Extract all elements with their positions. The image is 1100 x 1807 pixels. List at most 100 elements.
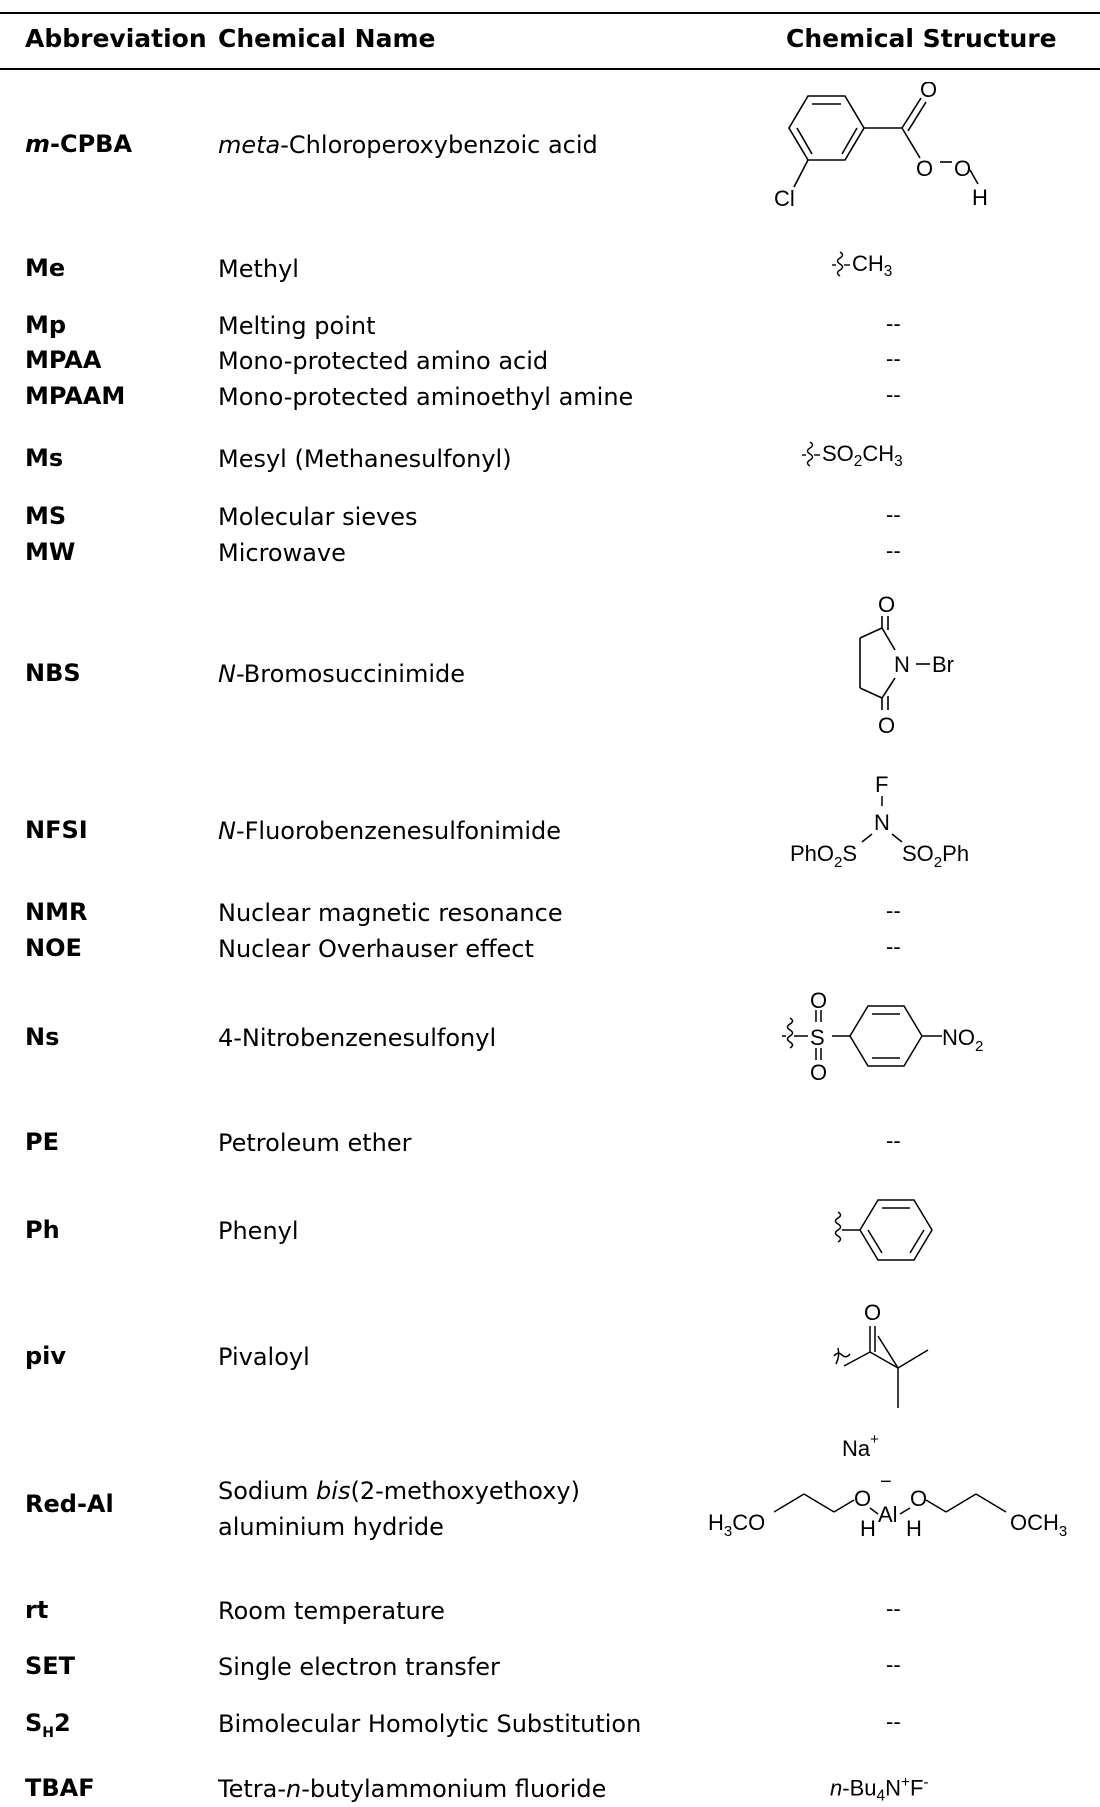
struct-sup: + xyxy=(900,1774,910,1791)
struct-sub: 4 xyxy=(876,1787,886,1805)
abbr-text: 2 xyxy=(54,1709,71,1737)
name-prefix: N xyxy=(218,660,236,688)
chemical-name: Melting point xyxy=(218,312,376,340)
name-text: -butylammonium fluoride xyxy=(301,1775,607,1803)
abbreviation: Ms xyxy=(25,444,64,472)
header-chemical-structure: Chemical Structure xyxy=(786,24,1057,53)
no-structure: -- xyxy=(886,311,901,336)
chemical-name: Microwave xyxy=(218,539,346,567)
struct-text: CH xyxy=(862,440,895,466)
chemical-name: Pivaloyl xyxy=(218,1343,310,1371)
no-structure: -- xyxy=(886,934,901,959)
top-rule xyxy=(0,12,1100,14)
struct-text: CH xyxy=(852,250,884,276)
atom-h: H xyxy=(972,185,988,210)
chemical-name: 4-Nitrobenzenesulfonyl xyxy=(218,1024,497,1052)
structure-methyl: CH3 xyxy=(830,250,892,281)
chemical-name: Phenyl xyxy=(218,1217,299,1245)
chemical-name: Nuclear Overhauser effect xyxy=(218,935,534,963)
name-prefix: meta xyxy=(218,131,281,159)
chemical-name: Mono-protected amino acid xyxy=(218,347,549,375)
abbreviation: NMR xyxy=(25,898,88,926)
no-structure: -- xyxy=(886,1128,901,1153)
struct-sup: - xyxy=(923,1774,929,1791)
no-structure: -- xyxy=(886,346,901,371)
atom-s: S xyxy=(810,1025,825,1050)
abbr-text: -CPBA xyxy=(50,130,133,158)
name-italic: n xyxy=(286,1775,302,1803)
abbreviation: Me xyxy=(25,254,66,282)
abbr-sub: H xyxy=(42,1724,55,1741)
aluminate-charge: − xyxy=(880,1471,892,1493)
name-text: -Chloroperoxybenzoic acid xyxy=(280,131,598,159)
atom-f: F xyxy=(875,772,888,797)
chemical-name: Nuclear magnetic resonance xyxy=(218,899,563,927)
chemical-name: N-Fluorobenzenesulfonimide xyxy=(218,813,678,849)
name-text: (2-methoxyethoxy) xyxy=(350,1477,580,1505)
structure-mesyl: SO2CH3 xyxy=(800,440,903,471)
name-prefix: N xyxy=(218,817,236,845)
struct-sub: 3 xyxy=(883,263,893,281)
no-structure: -- xyxy=(886,1709,901,1734)
abbreviation: Red-Al xyxy=(25,1490,114,1518)
chemical-name: Single electron transfer xyxy=(218,1653,500,1681)
structure-nbs: O N Br O xyxy=(859,592,954,738)
chemical-name: Room temperature xyxy=(218,1597,445,1625)
no-structure: -- xyxy=(886,1652,901,1677)
chemical-name: meta-Chloroperoxybenzoic acid xyxy=(218,127,678,163)
structure-red-al: Na+ H3CO O − Al H O H OCH3 xyxy=(708,1431,1067,1541)
chemical-name: N-Bromosuccinimide xyxy=(218,656,678,692)
wavy-bond-icon xyxy=(832,251,850,277)
chemical-name: Molecular sieves xyxy=(218,503,418,531)
abbreviation: NFSI xyxy=(25,816,88,844)
structure-nosyl: O S O NO2 xyxy=(782,988,983,1085)
no-structure: -- xyxy=(886,382,901,407)
structure-tbaf: n-Bu4N+F- xyxy=(830,1774,929,1806)
atom-o: O xyxy=(878,713,895,738)
structure-mcpba: O O O H Cl xyxy=(774,82,988,211)
struct-text: F xyxy=(909,1775,924,1801)
atom-o: O xyxy=(810,1060,827,1085)
no-structure: -- xyxy=(886,1596,901,1621)
no-structure: -- xyxy=(886,502,901,527)
atom-o: O xyxy=(878,592,895,617)
no-structure: -- xyxy=(886,898,901,923)
chemical-name: Mesyl (Methanesulfonyl) xyxy=(218,445,512,473)
name-text: -Fluorobenzenesulfonimide xyxy=(235,817,561,845)
header-abbreviation: Abbreviation xyxy=(25,24,207,53)
atom-o: O xyxy=(916,156,933,181)
methoxy-left: H3CO xyxy=(708,1510,765,1540)
atom-al: Al xyxy=(878,1502,898,1527)
structure-nfsi: F N PhO2S SO2Ph xyxy=(790,772,969,870)
abbreviation: NOE xyxy=(25,934,82,962)
header-chemical-name: Chemical Name xyxy=(218,24,436,53)
struct-text: -Bu xyxy=(842,1775,877,1801)
abbreviation: piv xyxy=(25,1342,67,1370)
name-text: Sodium xyxy=(218,1477,317,1505)
abbreviation: m-CPBA xyxy=(25,130,132,158)
atom-o: O xyxy=(910,1486,927,1511)
abbreviation: Ns xyxy=(25,1023,60,1051)
atom-h: H xyxy=(906,1516,922,1541)
atom-n: N xyxy=(874,810,890,835)
abbreviation: TBAF xyxy=(25,1774,95,1802)
name-text: -Bromosuccinimide xyxy=(235,660,466,688)
header-rule xyxy=(0,68,1100,70)
atom-o: O xyxy=(854,1486,871,1511)
atom-o: O xyxy=(810,988,827,1013)
structure-pivaloyl: O xyxy=(833,1300,929,1408)
no-structure: -- xyxy=(886,538,901,563)
chemical-name: Tetra-n-butylammonium fluoride xyxy=(218,1771,678,1807)
abbreviation: NBS xyxy=(25,659,81,687)
atom-cl: Cl xyxy=(774,186,795,211)
chemical-name: Methyl xyxy=(218,255,299,283)
atom-o: O xyxy=(920,82,937,102)
abbreviation: MPAAM xyxy=(25,382,126,410)
chemical-name: Sodium bis(2-methoxyethoxy) aluminium hy… xyxy=(218,1473,678,1545)
struct-text: N xyxy=(885,1775,901,1801)
abbreviation: Mp xyxy=(25,311,67,339)
atom-o: O xyxy=(864,1300,881,1325)
name-text: Tetra- xyxy=(218,1775,286,1803)
struct-text: SO xyxy=(822,440,854,466)
name-text: aluminium hydride xyxy=(218,1513,444,1541)
